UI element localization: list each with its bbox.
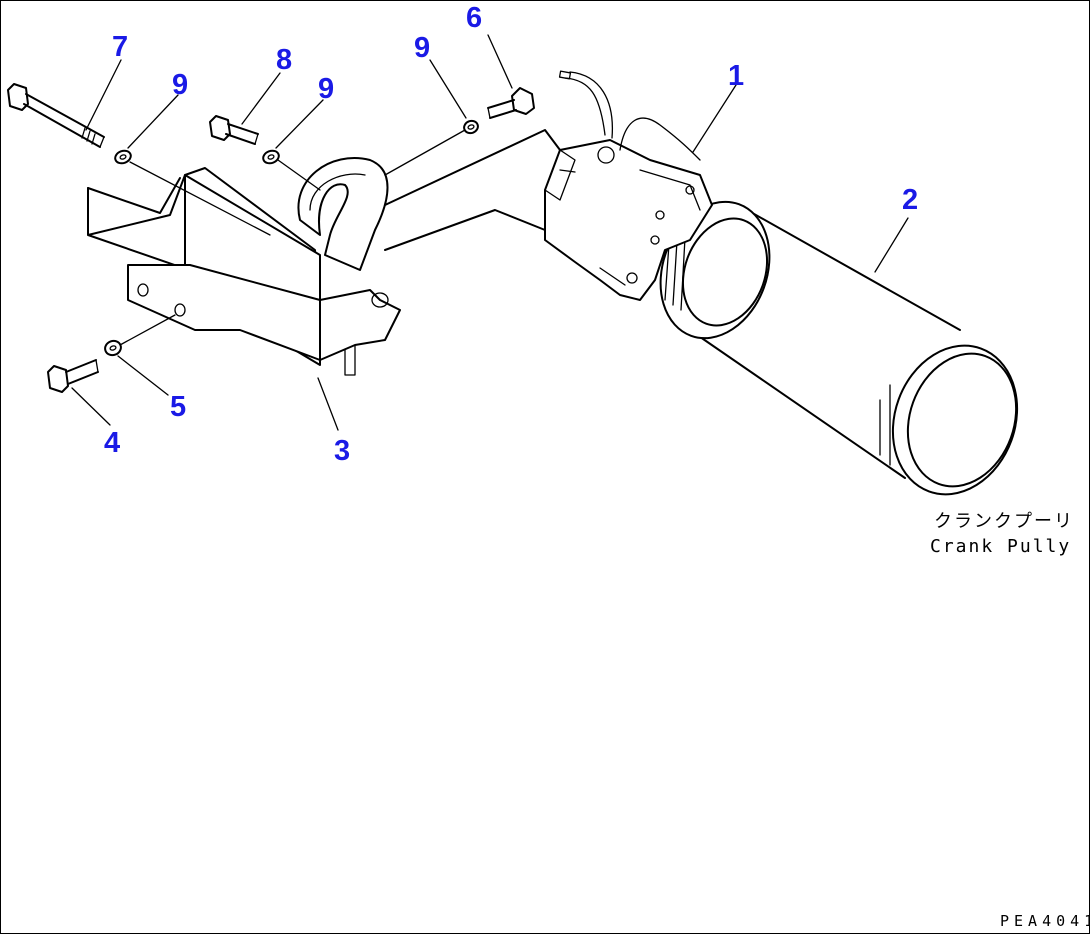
callout-1: 1 xyxy=(728,60,744,92)
bracket xyxy=(87,129,561,376)
crank-pulley xyxy=(879,344,1019,496)
compressor xyxy=(544,70,713,301)
bolt-8 xyxy=(209,115,259,145)
washer-right xyxy=(463,119,479,135)
washer-left xyxy=(114,149,132,165)
callout-2: 2 xyxy=(902,184,918,216)
callout-7: 7 xyxy=(112,31,128,63)
callout-6: 6 xyxy=(466,2,482,34)
bolt-long xyxy=(7,83,105,148)
callout-5: 5 xyxy=(170,391,186,423)
note-japanese: クランクプーリ xyxy=(934,511,1074,532)
belt xyxy=(689,205,961,479)
callout-8: 8 xyxy=(276,44,292,76)
bolt-6 xyxy=(487,87,535,119)
callout-9-left: 9 xyxy=(172,69,188,101)
callout-3: 3 xyxy=(334,435,350,467)
callout-4: 4 xyxy=(104,427,120,459)
note-english: Crank Pully xyxy=(930,536,1071,557)
bolt-4 xyxy=(47,359,99,393)
washer-middle xyxy=(262,149,280,165)
callout-9-middle: 9 xyxy=(318,73,334,105)
leader-lines xyxy=(71,34,909,431)
washer-5 xyxy=(104,339,122,357)
callout-9-right: 9 xyxy=(414,32,430,64)
drawing-code: PEA4041 xyxy=(1000,912,1090,930)
center-lines xyxy=(119,129,466,346)
